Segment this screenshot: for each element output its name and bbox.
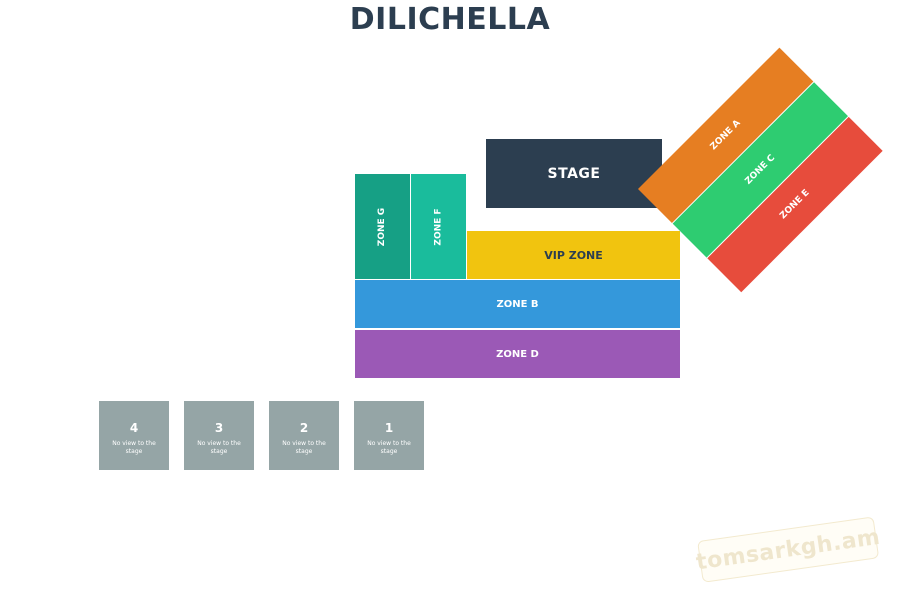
vip-zone[interactable]: VIP ZONE <box>467 231 680 279</box>
zone-b-label: ZONE B <box>496 298 539 310</box>
watermark-text: tomsarkgh.am <box>694 524 882 575</box>
box-note: No view to the stage <box>367 440 411 455</box>
standing-box-3[interactable]: 3 No view to the stage <box>184 401 254 470</box>
box-note: No view to the stage <box>112 440 156 455</box>
zone-f-label: ZONE F <box>433 207 444 246</box>
standing-box-1[interactable]: 1 No view to the stage <box>354 401 424 470</box>
stage-area: STAGE <box>486 139 662 208</box>
box-note: No view to the stage <box>282 440 326 455</box>
zone-f[interactable]: ZONE F <box>411 174 466 279</box>
zone-b[interactable]: ZONE B <box>355 280 680 328</box>
zone-e-label: ZONE E <box>778 187 812 222</box>
zone-g-label: ZONE G <box>377 207 388 246</box>
stage-label: STAGE <box>547 165 601 182</box>
page-title: DILICHELLA <box>349 2 551 37</box>
zone-a-label: ZONE A <box>708 118 743 153</box>
zone-d[interactable]: ZONE D <box>355 330 680 378</box>
box-number: 2 <box>299 421 309 435</box>
standing-box-2[interactable]: 2 No view to the stage <box>269 401 339 470</box>
box-number: 4 <box>129 421 139 435</box>
vip-zone-label: VIP ZONE <box>544 248 603 262</box>
watermark-logo: tomsarkgh.am <box>694 516 882 583</box>
box-number: 1 <box>384 421 394 435</box>
standing-box-4[interactable]: 4 No view to the stage <box>99 401 169 470</box>
zone-d-label: ZONE D <box>496 348 539 360</box>
zone-c-label: ZONE C <box>743 153 778 187</box>
box-note: No view to the stage <box>197 440 241 455</box>
box-number: 3 <box>214 421 224 435</box>
zone-g[interactable]: ZONE G <box>355 174 410 279</box>
